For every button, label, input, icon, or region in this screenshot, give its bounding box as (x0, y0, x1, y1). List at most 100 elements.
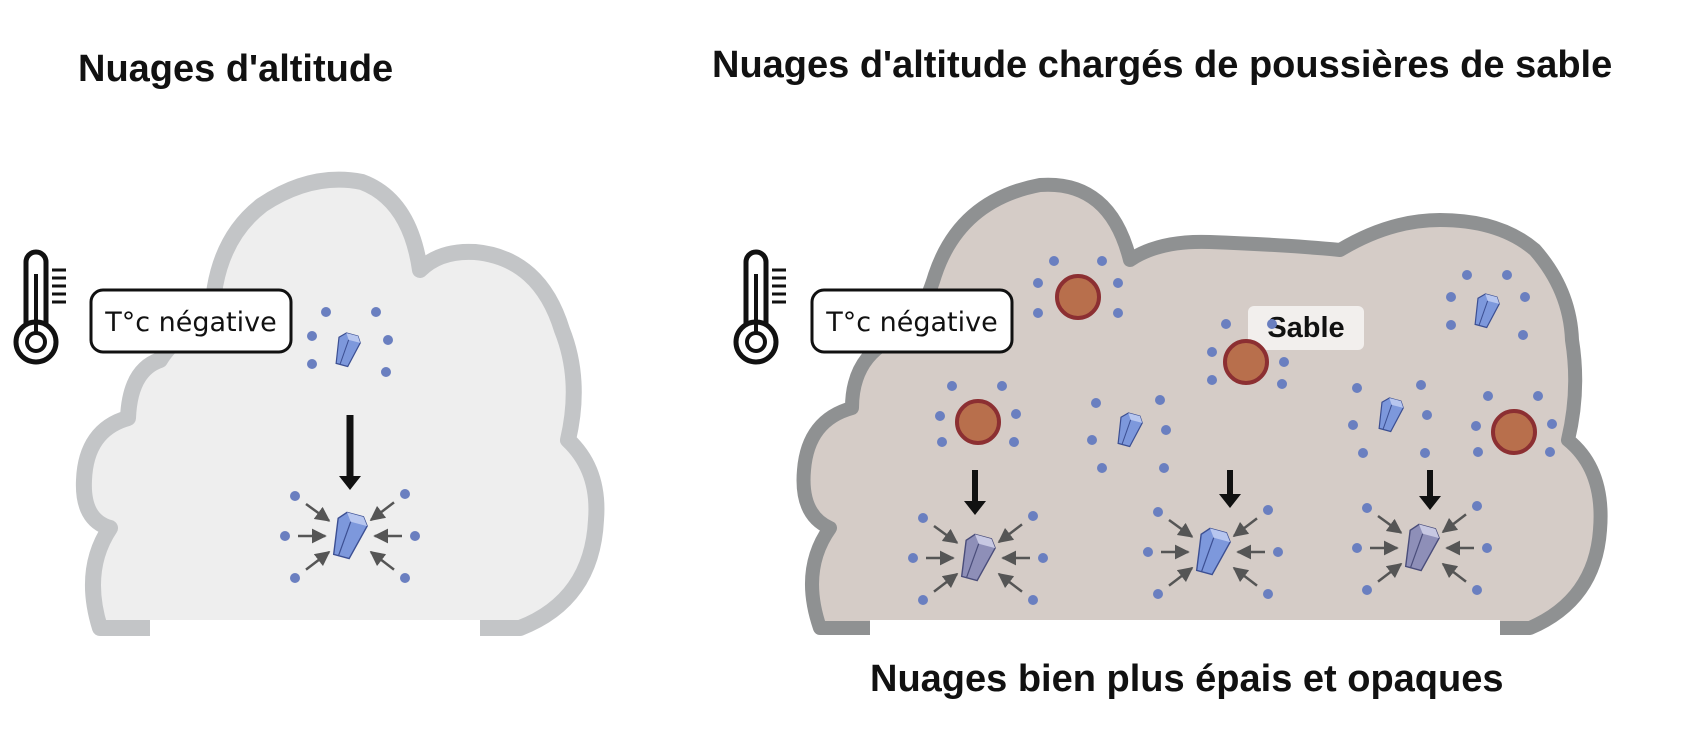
arrow-icon (305, 502, 331, 522)
water-droplet-icon (383, 335, 393, 345)
water-droplet-icon (1087, 435, 1097, 445)
water-droplet-icon (1352, 383, 1362, 393)
water-droplet-icon (1028, 511, 1038, 521)
water-droplet-icon (997, 381, 1007, 391)
arrow-icon (1168, 566, 1194, 587)
water-droplet-icon (1028, 595, 1038, 605)
arrow-icon (1232, 566, 1258, 587)
water-droplet-icon (307, 359, 317, 369)
temperature-label-left: T°c négative (104, 307, 277, 338)
water-droplet-icon (1011, 409, 1021, 419)
water-droplet-icon (1471, 421, 1481, 431)
water-droplet-icon (1221, 319, 1231, 329)
water-droplet-icon (1159, 463, 1169, 473)
water-droplet-icon (1446, 320, 1456, 330)
sand-grain-icon (1491, 409, 1537, 455)
water-droplet-icon (1097, 256, 1107, 266)
arrow-icon (305, 550, 331, 571)
water-droplet-icon (1446, 292, 1456, 302)
water-droplet-icon (400, 573, 410, 583)
water-droplet-icon (1518, 330, 1528, 340)
thermometer-icon (16, 252, 66, 362)
water-droplet-icon (1277, 379, 1287, 389)
down-arrow-icon (339, 476, 361, 490)
water-droplet-icon (1362, 585, 1372, 595)
water-droplet-icon (321, 307, 331, 317)
sand-grain-icon (1055, 274, 1101, 320)
water-droplet-icon (410, 531, 420, 541)
water-droplet-icon (1273, 547, 1283, 557)
water-droplet-icon (1520, 292, 1530, 302)
temperature-label-right: T°c négative (825, 307, 998, 338)
water-droplet-icon (1267, 319, 1277, 329)
thermometer-icon (736, 252, 786, 362)
water-droplet-icon (1155, 395, 1165, 405)
water-droplet-icon (1416, 380, 1426, 390)
water-droplet-icon (918, 595, 928, 605)
water-droplet-icon (1533, 391, 1543, 401)
down-arrow-icon (1419, 496, 1441, 510)
water-droplet-icon (307, 331, 317, 341)
water-droplet-icon (1483, 391, 1493, 401)
water-droplet-icon (1113, 308, 1123, 318)
water-droplet-icon (1348, 420, 1358, 430)
down-arrow-icon (964, 501, 986, 515)
arrow-icon (369, 501, 395, 522)
water-droplet-icon (935, 411, 945, 421)
water-droplet-icon (1038, 553, 1048, 563)
arrow-icon (1232, 517, 1258, 538)
water-droplet-icon (1009, 437, 1019, 447)
down-arrow-icon (1219, 494, 1241, 508)
water-droplet-icon (1472, 585, 1482, 595)
water-droplet-icon (1352, 543, 1362, 553)
title-left: Nuages d'altitude (78, 48, 394, 90)
caption-bottom: Nuages bien plus épais et opaques (870, 658, 1504, 700)
water-droplet-icon (1547, 419, 1557, 429)
water-droplet-icon (1362, 503, 1372, 513)
water-droplet-icon (1033, 278, 1043, 288)
water-droplet-icon (1472, 501, 1482, 511)
arrow-icon (997, 523, 1023, 544)
water-droplet-icon (1153, 507, 1163, 517)
water-droplet-icon (1207, 347, 1217, 357)
water-droplet-icon (1097, 463, 1107, 473)
water-droplet-icon (1161, 425, 1171, 435)
water-droplet-icon (1113, 278, 1123, 288)
water-droplet-icon (1091, 398, 1101, 408)
water-droplet-icon (280, 531, 290, 541)
arrow-icon (933, 524, 959, 544)
arrow-icon (1441, 562, 1467, 583)
sand-grain-icon (1223, 339, 1269, 385)
water-droplet-icon (1143, 547, 1153, 557)
water-droplet-icon (1263, 589, 1273, 599)
water-droplet-icon (400, 489, 410, 499)
sand-grain-icon (955, 399, 1001, 445)
water-droplet-icon (1420, 448, 1430, 458)
water-droplet-icon (1502, 270, 1512, 280)
water-droplet-icon (290, 491, 300, 501)
arrow-icon (1168, 518, 1194, 538)
water-droplet-icon (908, 553, 918, 563)
title-right: Nuages d'altitude chargés de poussières … (712, 44, 1613, 86)
water-droplet-icon (381, 367, 391, 377)
sand-label: Sable (1267, 312, 1344, 344)
water-droplet-icon (947, 381, 957, 391)
arrow-icon (1441, 513, 1467, 534)
water-droplet-icon (937, 437, 947, 447)
water-droplet-icon (1049, 256, 1059, 266)
water-droplet-icon (1207, 375, 1217, 385)
water-droplet-icon (1545, 447, 1555, 457)
water-droplet-icon (371, 307, 381, 317)
arrow-icon (1377, 514, 1403, 534)
arrow-icon (997, 572, 1023, 593)
water-droplet-icon (1358, 448, 1368, 458)
arrow-icon (1377, 562, 1403, 583)
arrow-icon (933, 572, 959, 593)
arrow-icon (369, 550, 395, 571)
water-droplet-icon (290, 573, 300, 583)
water-droplet-icon (918, 513, 928, 523)
water-droplet-icon (1473, 447, 1483, 457)
water-droplet-icon (1279, 357, 1289, 367)
water-droplet-icon (1462, 270, 1472, 280)
